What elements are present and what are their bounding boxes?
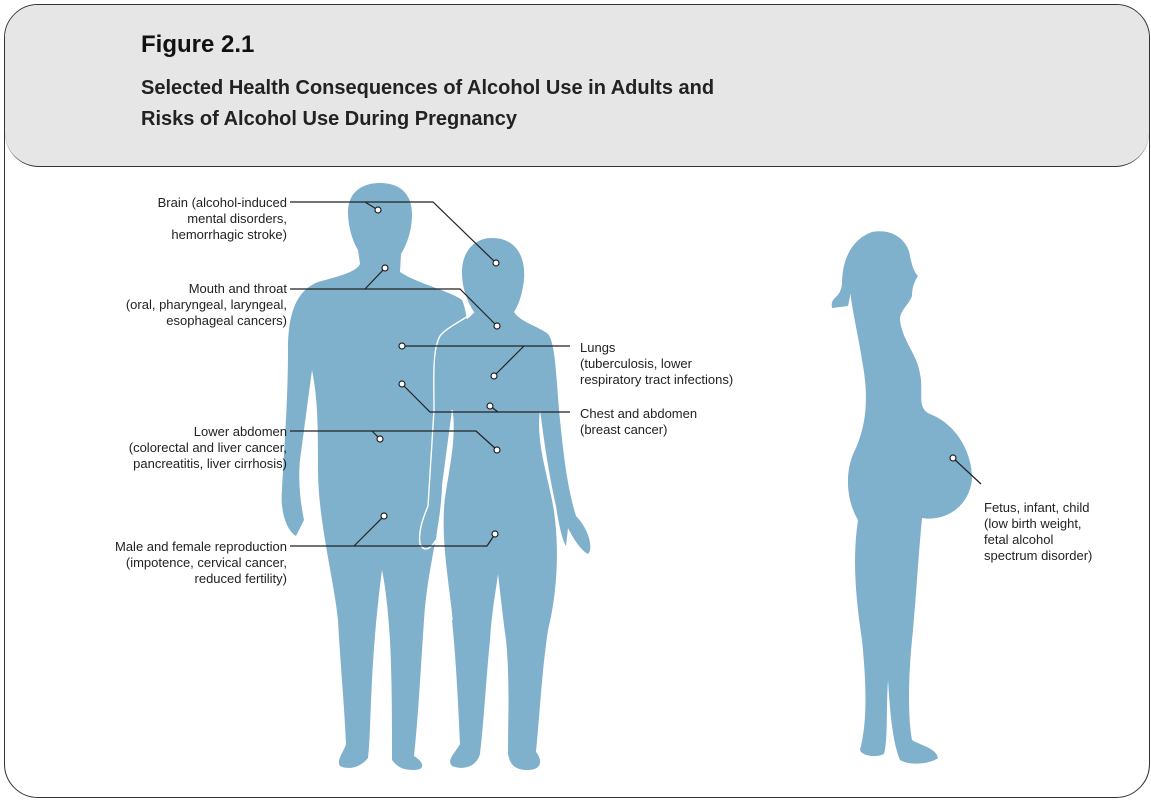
dot-lungs-man [399,343,405,349]
dot-mouth-man [382,265,388,271]
dot-lungs-woman [491,373,497,379]
callout-chest-line-2: (breast cancer) [580,422,697,438]
callout-fetus-line-3: fetal alcohol [984,532,1092,548]
callout-lungs-line-3: respiratory tract infections) [580,372,733,388]
callout-lower-abdomen-line-1: Lower abdomen [129,424,287,440]
callout-reproduction: Male and female reproduction (impotence,… [115,539,287,587]
callout-lungs-line-2: (tuberculosis, lower [580,356,733,372]
callout-brain-line-3: hemorrhagic stroke) [158,227,287,243]
callout-chest-line-1: Chest and abdomen [580,406,697,422]
callout-chest-abdomen: Chest and abdomen (breast cancer) [580,406,697,438]
callout-fetus-line-1: Fetus, infant, child [984,500,1092,516]
callout-brain: Brain (alcohol-induced mental disorders,… [158,195,287,243]
callout-mouth-throat: Mouth and throat (oral, pharyngeal, lary… [126,281,287,329]
callout-reproduction-line-1: Male and female reproduction [115,539,287,555]
dot-chest-woman [487,403,493,409]
callout-lungs-line-1: Lungs [580,340,733,356]
dot-brain-man [375,207,381,213]
callout-reproduction-line-3: reduced fertility) [115,571,287,587]
callout-mouth-line-3: esophageal cancers) [126,313,287,329]
callout-fetus: Fetus, infant, child (low birth weight, … [984,500,1092,564]
callout-lower-abdomen-line-3: pancreatitis, liver cirrhosis) [129,456,287,472]
callout-fetus-line-4: spectrum disorder) [984,548,1092,564]
dot-fetus [950,455,956,461]
callout-brain-line-2: mental disorders, [158,211,287,227]
dot-mouth-woman [494,323,500,329]
callout-mouth-line-2: (oral, pharyngeal, laryngeal, [126,297,287,313]
dot-lower-abdomen-woman [494,447,500,453]
callout-lower-abdomen: Lower abdomen (colorectal and liver canc… [129,424,287,472]
pregnant-silhouette [848,231,972,763]
callout-fetus-line-2: (low birth weight, [984,516,1092,532]
callout-mouth-line-1: Mouth and throat [126,281,287,297]
callout-lower-abdomen-line-2: (colorectal and liver cancer, [129,440,287,456]
callout-reproduction-line-2: (impotence, cervical cancer, [115,555,287,571]
dot-brain-woman [493,260,499,266]
dot-reproduction-woman [492,531,498,537]
dot-chest-man [399,381,405,387]
callout-lungs: Lungs (tuberculosis, lower respiratory t… [580,340,733,388]
dot-reproduction-man [381,513,387,519]
dot-lower-abdomen-man [377,436,383,442]
callout-brain-line-1: Brain (alcohol-induced [158,195,287,211]
